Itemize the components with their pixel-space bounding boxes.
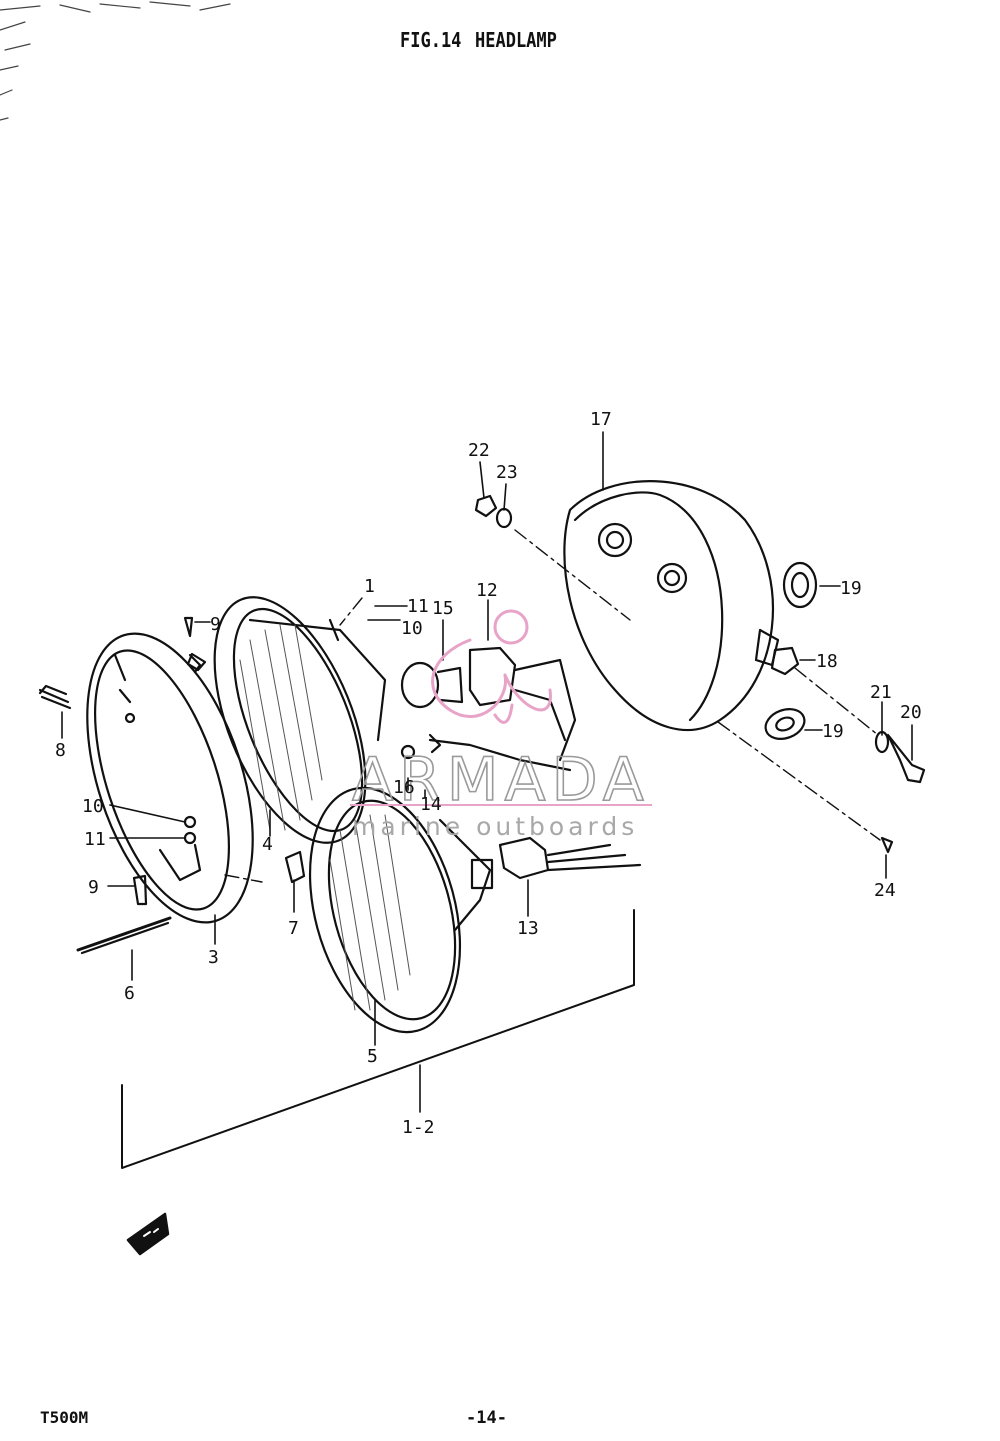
callout-label: 11 [84, 829, 106, 850]
arrow-hatching [143, 1228, 159, 1237]
callout-label: 11 [407, 596, 429, 617]
screw-9-top [183, 616, 194, 638]
figure-name: HEADLAMP [475, 28, 557, 52]
nut-18 [770, 646, 800, 676]
callout-label: 4 [262, 834, 273, 855]
callout-label: 22 [468, 440, 490, 461]
spring-8 [38, 684, 72, 710]
callout-label: 7 [288, 918, 299, 939]
bracket-9 [186, 652, 207, 672]
sealed-beam-5 [308, 786, 494, 1034]
callout-labels: 17 22 23 1 11 10 15 12 9 19 18 21 20 19 … [55, 409, 922, 1138]
figure-title: FIG.14 HEADLAMP [400, 28, 570, 52]
assembly-bracket [121, 909, 635, 1169]
screw-6 [76, 916, 172, 955]
figure-number: FIG.14 [400, 28, 462, 52]
callout-label: 1-2 [402, 1117, 435, 1138]
callout-label: 19 [822, 721, 844, 742]
callout-label: 13 [517, 918, 539, 939]
watermark-brand: ARMADA [352, 745, 650, 815]
callout-label: 20 [900, 702, 922, 723]
screw-9-bottom [132, 874, 148, 906]
grommet-19-top [782, 561, 818, 609]
callout-label: 19 [840, 578, 862, 599]
callout-label: 17 [590, 409, 612, 430]
nut-22 [474, 494, 498, 518]
bolt-20 [886, 733, 926, 784]
model-code: T500M [40, 1408, 89, 1427]
callout-label: 10 [401, 618, 423, 639]
callout-label: 8 [55, 740, 66, 761]
washer-23 [495, 507, 513, 529]
leader-lines [61, 431, 913, 1113]
watermark-tagline: marine outboards [352, 812, 638, 841]
screw-24 [880, 836, 894, 854]
callout-label: 6 [124, 983, 135, 1004]
alignment-lines [224, 529, 881, 883]
callout-label: 24 [874, 880, 896, 901]
callout-label: 5 [367, 1046, 378, 1067]
lens-unit-4 [213, 596, 387, 844]
nut-11 [183, 831, 197, 845]
headlamp-shell-17 [563, 480, 780, 732]
page-number: -14- [466, 1408, 507, 1428]
callout-label: 12 [476, 580, 498, 601]
callout-label: 16 [393, 777, 415, 798]
callout-label: 10 [82, 796, 104, 817]
grommet-19-bottom [764, 708, 806, 740]
callout-label: 18 [816, 651, 838, 672]
connector-13 [498, 836, 642, 880]
watermark-logo-icon [431, 609, 552, 724]
callout-label: 21 [870, 682, 892, 703]
callout-label: 14 [420, 794, 442, 815]
callout-label: 9 [88, 877, 99, 898]
callout-label: 1 [364, 576, 375, 597]
callout-label: 23 [496, 462, 518, 483]
bulb-socket [400, 646, 577, 772]
callout-label: 3 [208, 947, 219, 968]
washer-10 [183, 815, 197, 829]
clip-7 [284, 850, 306, 884]
callout-label: 15 [432, 598, 454, 619]
scan-noise [0, 1, 231, 121]
callout-label: 9 [210, 614, 221, 635]
